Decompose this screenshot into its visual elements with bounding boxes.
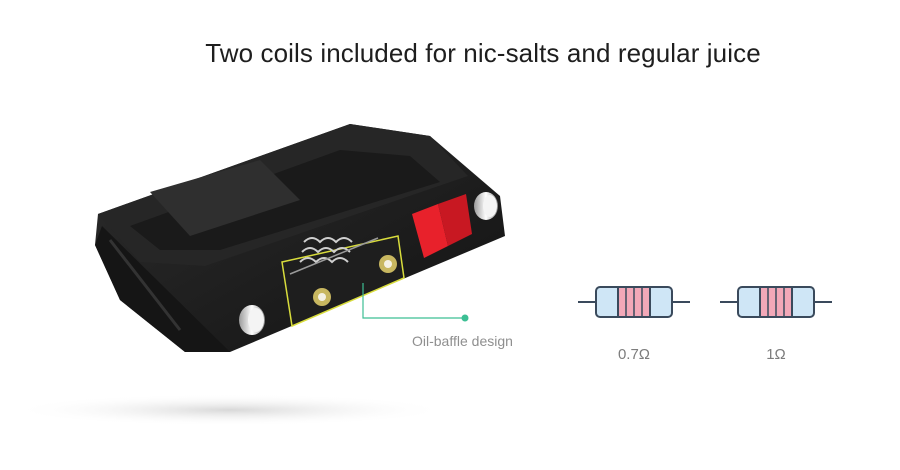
headline: Two coils included for nic-salts and reg… xyxy=(205,38,761,68)
callout-line xyxy=(362,283,469,322)
magnet-left xyxy=(239,305,265,335)
red-slider xyxy=(412,194,472,258)
callout-label: Oil-baffle design xyxy=(412,333,513,349)
resistor-icon xyxy=(578,286,690,318)
spring xyxy=(289,237,379,275)
magnet-right xyxy=(474,192,498,220)
resistor-icon xyxy=(720,286,832,318)
coil-value: 1Ω xyxy=(766,346,786,363)
pod-body xyxy=(95,124,505,352)
callout-dot xyxy=(461,314,469,322)
coil-value: 0.7Ω xyxy=(617,346,651,363)
floor-shadow xyxy=(10,394,450,426)
